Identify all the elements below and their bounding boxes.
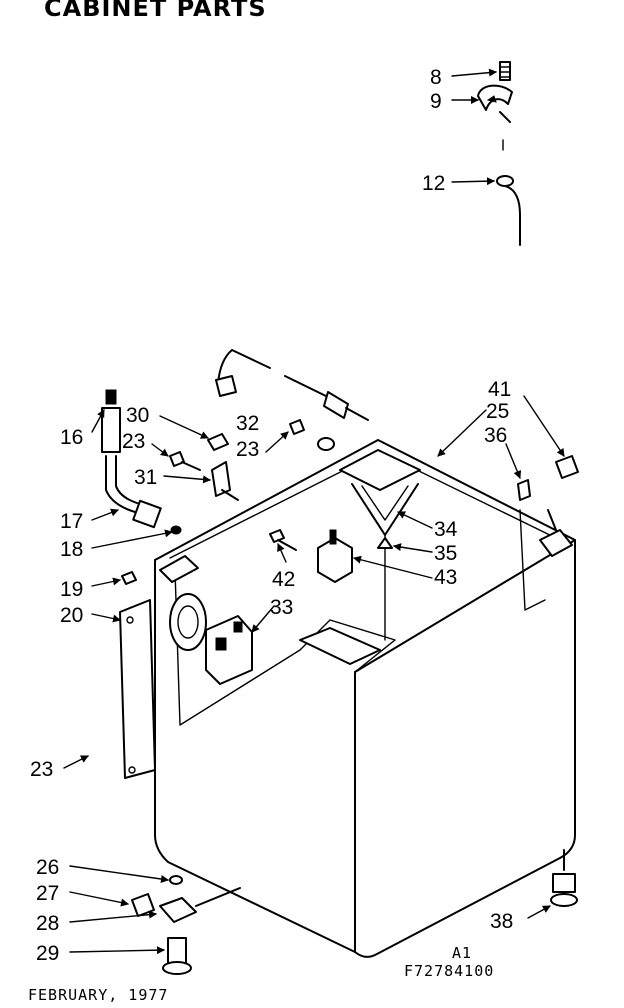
part-19-screw <box>121 571 137 585</box>
callout-8: 8 <box>430 66 442 89</box>
callout-23-right: 23 <box>236 438 259 461</box>
callout-16: 16 <box>60 426 83 449</box>
part-29-leveling-leg <box>162 937 192 975</box>
callout-32: 32 <box>236 412 259 435</box>
callout-27: 27 <box>36 882 59 905</box>
callout-25: 25 <box>486 400 509 423</box>
part-26-washer <box>169 875 183 885</box>
part-27-bolt <box>131 893 155 917</box>
part-16-valve <box>101 389 121 453</box>
callout-28: 28 <box>36 912 59 935</box>
part-38-leveling-foot <box>550 849 578 907</box>
part-41-hinge <box>547 455 579 531</box>
part-35-nut <box>377 537 393 549</box>
callout-30: 30 <box>126 404 149 427</box>
part-8-screw <box>499 61 511 81</box>
callout-23-left: 23 <box>122 430 145 453</box>
callout-36: 36 <box>484 424 507 447</box>
callout-33: 33 <box>270 596 293 619</box>
callout-31: 31 <box>134 466 157 489</box>
part-42-screw <box>269 529 297 551</box>
part-9-clamp <box>477 84 513 123</box>
callout-20: 20 <box>60 604 83 627</box>
leader-lines <box>63 68 565 955</box>
drawing-code-line2: F72784100 <box>404 962 495 980</box>
callout-42: 42 <box>272 568 295 591</box>
callout-29: 29 <box>36 942 59 965</box>
part-31-bracket <box>211 461 239 501</box>
callout-35: 35 <box>434 542 457 565</box>
part-34-bracket <box>351 483 419 641</box>
callout-17: 17 <box>60 510 83 533</box>
callout-23-lower: 23 <box>30 758 53 781</box>
footer-date: FEBRUARY, 1977 <box>28 986 169 1004</box>
part-12-grommet <box>496 175 521 246</box>
callout-18: 18 <box>60 538 83 561</box>
part-18-coupling <box>132 499 182 535</box>
page-title: CABINET PARTS <box>44 0 267 22</box>
part-30-clip <box>207 433 229 451</box>
callout-38: 38 <box>490 910 513 933</box>
cabinet-body <box>154 439 576 958</box>
callout-41: 41 <box>488 378 511 401</box>
drawing-code-line1: A1 <box>452 944 473 962</box>
part-36-pin <box>517 479 531 501</box>
callout-26: 26 <box>36 856 59 879</box>
part-28-foot-bracket <box>159 887 241 923</box>
callout-19: 19 <box>60 578 83 601</box>
callout-34: 34 <box>434 518 458 541</box>
part-32-cord <box>215 349 369 451</box>
callout-43: 43 <box>434 566 457 589</box>
part-33-control <box>169 593 253 685</box>
callout-numbers: 8 9 12 16 17 18 19 20 23 23 23 25 26 27 … <box>30 66 513 965</box>
callout-12: 12 <box>422 172 445 195</box>
part-17-hose <box>105 455 141 513</box>
part-23-screw-upper <box>169 451 201 471</box>
part-20-panel <box>119 599 156 779</box>
callout-9: 9 <box>430 90 442 113</box>
part-43-switch <box>317 529 353 583</box>
